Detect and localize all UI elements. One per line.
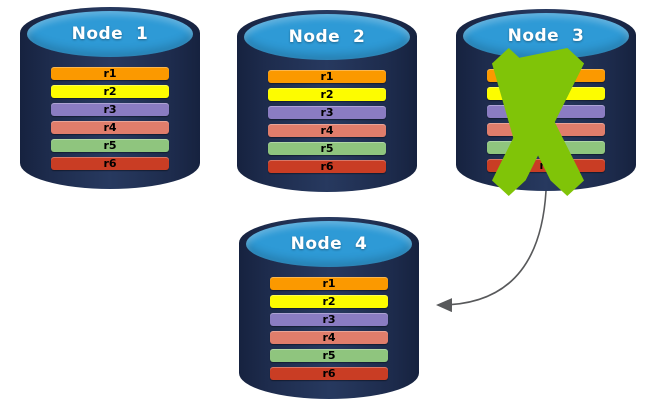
replica-rows: r1 r2 r3 r4 r5 r6: [51, 67, 169, 175]
replica-row-r5: r5: [270, 349, 388, 362]
replica-row-r3: r3: [51, 103, 169, 116]
replica-row-r6: r6: [51, 157, 169, 170]
cylinder-top: Node 2: [244, 14, 410, 60]
row-label: r5: [320, 142, 334, 155]
row-label: r2: [322, 295, 336, 308]
row-label: r2: [320, 88, 334, 101]
row-label: r4: [322, 331, 336, 344]
node-4: Node 4 r1 r2 r3 r4 r5 r6: [239, 217, 419, 399]
node-label: Node 2: [288, 27, 366, 47]
replica-row-r2: r2: [51, 85, 169, 98]
row-label: r6: [103, 157, 117, 170]
row-label: r5: [322, 349, 336, 362]
replica-row-r2: r2: [268, 88, 386, 101]
replica-row-r1: r1: [270, 277, 388, 290]
node-2: Node 2 r1 r2 r3 r4 r5 r6: [237, 10, 417, 192]
replica-row-r1: r1: [51, 67, 169, 80]
replica-row-r4: r4: [268, 124, 386, 137]
row-label: r3: [320, 106, 334, 119]
row-label: r6: [322, 367, 336, 380]
row-label: r3: [103, 103, 117, 116]
replica-row-r4: r4: [51, 121, 169, 134]
cylinder-top: Node 1: [27, 11, 193, 57]
replica-row-r5: r5: [51, 139, 169, 152]
cylinder-top: Node 4: [246, 221, 412, 267]
row-label: r3: [322, 313, 336, 326]
replica-row-r6: r6: [270, 367, 388, 380]
replica-rows: r1 r2 r3 r4 r5 r6: [270, 277, 388, 385]
node-label: Node 1: [71, 24, 149, 44]
row-label: r1: [103, 67, 117, 80]
replica-row-r3: r3: [268, 106, 386, 119]
replica-row-r2: r2: [270, 295, 388, 308]
row-label: r5: [103, 139, 117, 152]
node-1: Node 1 r1 r2 r3 r4 r5 r6: [20, 7, 200, 189]
replica-row-r6: r6: [268, 160, 386, 173]
row-label: r4: [103, 121, 117, 134]
row-label: r2: [103, 85, 117, 98]
replica-rows: r1 r2 r3 r4 r5 r6: [268, 70, 386, 178]
row-label: r6: [320, 160, 334, 173]
node-label: Node 4: [290, 234, 368, 254]
replica-row-r3: r3: [270, 313, 388, 326]
replica-row-r4: r4: [270, 331, 388, 344]
replica-row-r1: r1: [268, 70, 386, 83]
row-label: r4: [320, 124, 334, 137]
row-label: r1: [320, 70, 334, 83]
replica-row-r5: r5: [268, 142, 386, 155]
node-3: Node 3 r1 r2 r3 r4 r5 r6: [456, 9, 636, 196]
failure-x-icon: [492, 48, 584, 196]
node-label: Node 3: [507, 26, 585, 46]
cylinder-top: Node 3: [463, 13, 629, 59]
row-label: r1: [322, 277, 336, 290]
